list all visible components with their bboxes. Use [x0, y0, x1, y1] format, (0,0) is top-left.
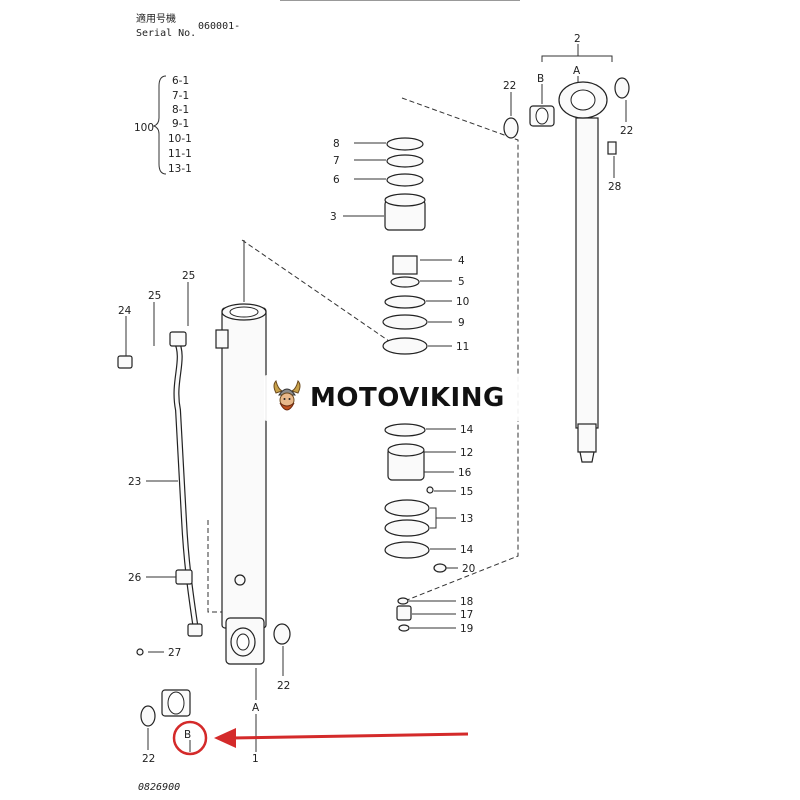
highlight-arrow-head [214, 728, 236, 748]
callout-28: 28 [608, 181, 621, 193]
serial-label: Serial No. [136, 28, 196, 39]
callout-B-bottom: B [184, 729, 191, 741]
drawing-number: 0826900 [138, 782, 180, 793]
callout-4: 4 [458, 255, 465, 267]
callout-12: 12 [460, 447, 473, 459]
callout-3: 3 [330, 211, 337, 223]
highlight-arrow-shaft [231, 732, 469, 740]
group-item: 7-1 [172, 90, 189, 102]
viking-logo-icon [273, 380, 301, 411]
bottom-bushing [140, 623, 291, 727]
watermark: MOTOVIKING [264, 375, 536, 421]
callout-25: 25 [182, 270, 195, 282]
callout-22: 22 [142, 753, 155, 765]
group-item: 6-1 [172, 75, 189, 87]
group-item: 10-1 [168, 133, 192, 145]
callout-26: 26 [128, 572, 142, 584]
callout-22: 22 [620, 125, 633, 137]
callout-27: 27 [168, 647, 181, 659]
group-item: 9-1 [172, 118, 189, 130]
callout-A-top: A [573, 65, 581, 77]
callout-A-bottom: A [252, 702, 260, 714]
serial-value: 060001- [198, 21, 240, 32]
pipe-assembly [117, 331, 246, 656]
watermark-text: MOTOVIKING [310, 383, 505, 413]
callout-2: 2 [574, 33, 581, 45]
group-item: 13-1 [168, 163, 192, 175]
callout-15: 15 [460, 486, 473, 498]
callout-16: 16 [458, 467, 472, 479]
callout-10: 10 [456, 296, 469, 308]
callout-1: 1 [252, 753, 259, 765]
callout-13: 13 [460, 513, 473, 525]
callout-14: 14 [460, 424, 474, 436]
callout-23: 23 [128, 476, 141, 488]
piston-rod [503, 77, 630, 463]
callout-25: 25 [148, 290, 161, 302]
leader-lines [125, 44, 627, 752]
callout-18: 18 [460, 596, 473, 608]
model-label: 適用号機 [136, 12, 176, 25]
assembly-boundary [241, 239, 403, 351]
highlight-circle [172, 720, 208, 756]
callout-5: 5 [458, 276, 465, 288]
callout-22: 22 [277, 680, 290, 692]
group-parent-label: 100 [134, 122, 154, 134]
group-item: 8-1 [172, 104, 189, 116]
group-bracket [152, 75, 167, 175]
callout-19: 19 [460, 623, 473, 635]
callout-14: 14 [460, 544, 474, 556]
callout-9: 9 [458, 317, 465, 329]
callout-17: 17 [460, 609, 473, 621]
callout-8: 8 [333, 138, 340, 150]
callout-7: 7 [333, 155, 340, 167]
group-item: 11-1 [168, 148, 192, 160]
cylinder-tube [215, 303, 267, 665]
callout-11: 11 [456, 341, 469, 353]
callout-6: 6 [333, 174, 340, 186]
callout-20: 20 [462, 563, 475, 575]
assembly-boundary [401, 97, 519, 603]
callout-24: 24 [118, 305, 132, 317]
callout-22: 22 [503, 80, 516, 92]
seal-stack [382, 137, 447, 632]
callout-B-top: B [537, 73, 544, 85]
